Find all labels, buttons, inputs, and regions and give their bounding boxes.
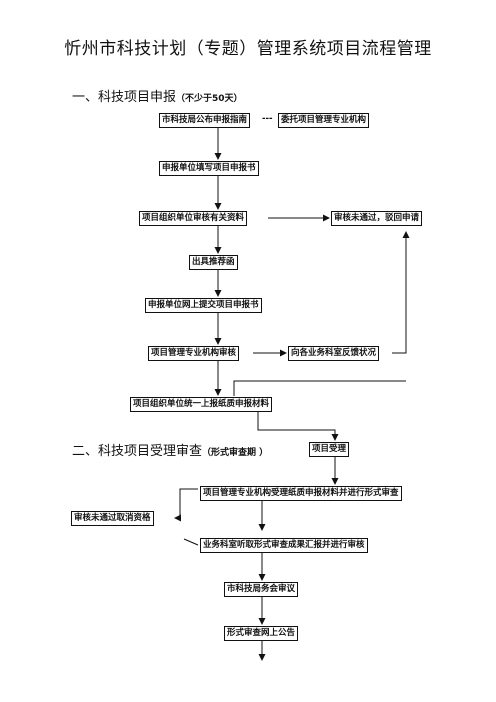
box-cancel-qualification: 审核未通过取消资格 [71,511,154,526]
box-formal-review: 项目管理专业机构受理纸质申报材料并进行形式审查 [200,486,402,501]
box-bureau-meeting: 市科技局务会审议 [224,582,299,597]
arrow-formal-to-cancel [174,488,198,522]
box-entrust-agency: 委托项目管理专业机构 [278,113,370,128]
box-recommend-letter: 出具推荐函 [189,255,238,270]
section-2-note: （形式审查期 ） [202,448,269,458]
section-1-title: 一、科技项目申报 [72,90,177,105]
box-feedback: 向各业务科室反馈状况 [288,346,380,361]
box-org-review: 项目组织单位审核有关资料 [139,211,248,226]
section-1-note: （不少于50天） [176,94,243,104]
box-dept-report: 业务科室听取形式审查成果汇报并进行审核 [200,538,368,553]
box-fill-application: 申报单位填写项目申报书 [159,161,259,176]
line-dept-left [183,538,199,546]
box-paper-submit: 项目组织单位统一上报纸质申报材料 [130,397,273,412]
box-agency-review: 项目管理专业机构审核 [148,346,240,361]
box-publish-guide: 市科技局公布申报指南 [159,113,251,128]
box-publicize: 形式审查网上公告 [224,626,299,641]
line-return-top [233,380,406,396]
box-accept: 项目受理 [309,442,350,457]
section-2-title: 二、科技项目受理审查 [72,444,203,459]
arrow-feedback-to-rejected [392,231,410,354]
box-online-submit: 申报单位网上提交项目申报书 [145,298,262,313]
dash-connector: --- [262,113,273,126]
box-rejected-return: 审核未通过，驳回申请 [331,211,423,226]
arrow-paper-to-accept [257,412,339,441]
section-1-heading: 一、科技项目申报（不少于50天） [72,86,243,105]
section-2-heading: 二、科技项目受理审查（形式审查期 ） [72,440,268,459]
page-title: 忻州市科技计划（专题）管理系统项目流程管理 [64,39,432,59]
